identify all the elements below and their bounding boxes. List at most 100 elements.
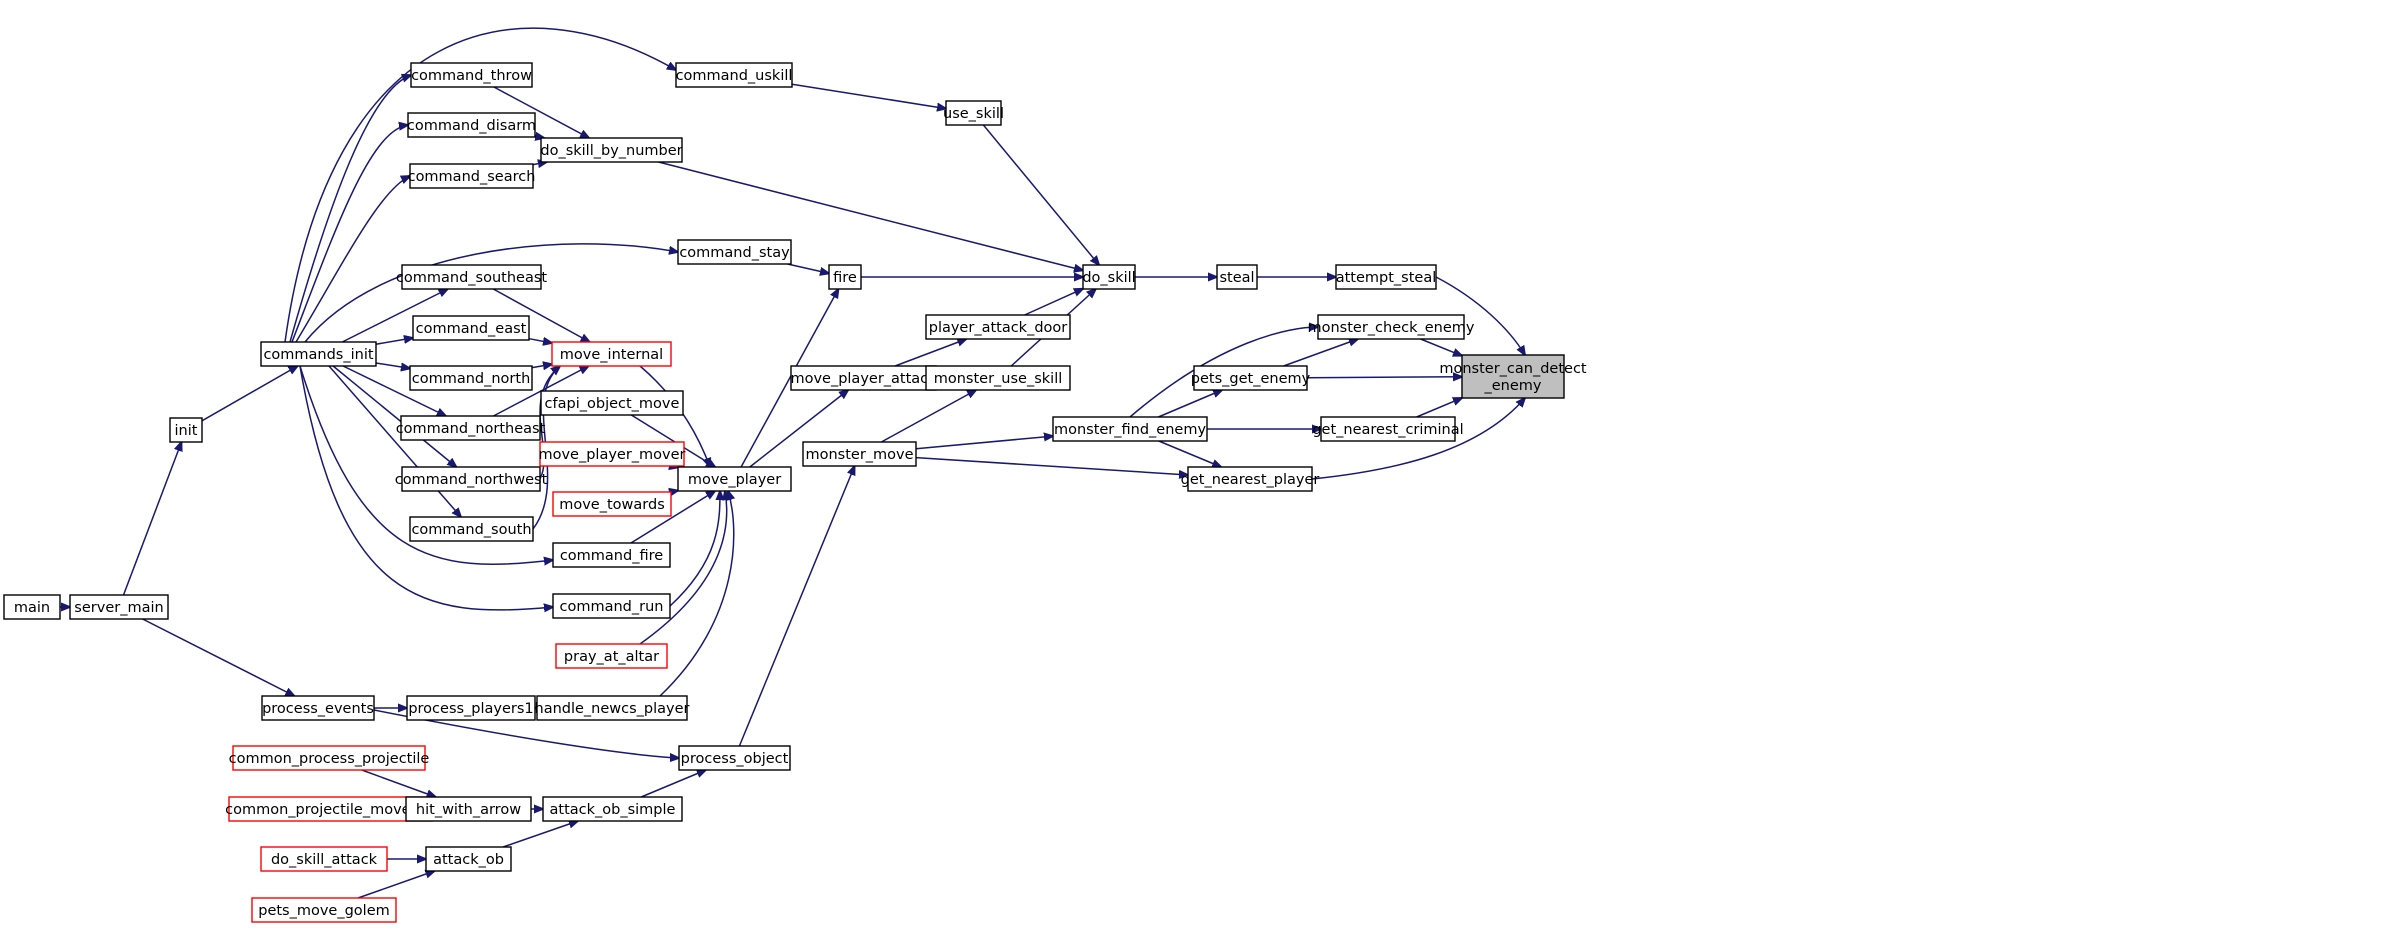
node-move_towards[interactable]: move_towards [552, 491, 672, 517]
edge-server_main-to-process_events [142, 618, 295, 696]
node-server_main[interactable]: server_main [69, 594, 169, 620]
node-label: command_run [560, 599, 664, 615]
node-label: pray_at_altar [564, 649, 659, 665]
node-fire[interactable]: fire [828, 264, 862, 290]
edge-attack_ob_simple-to-process_object [640, 770, 706, 798]
node-command_run[interactable]: command_run [552, 593, 671, 619]
node-cfapi_object_move[interactable]: cfapi_object_move [540, 390, 684, 416]
edge-process_object-to-monster_move [738, 466, 854, 747]
node-command_stay[interactable]: command_stay [677, 239, 792, 265]
node-attack_ob_simple[interactable]: attack_ob_simple [542, 796, 683, 822]
node-move_player_mover[interactable]: move_player_mover [538, 441, 686, 467]
node-use_skill[interactable]: use_skill [943, 100, 1004, 126]
node-get_nearest_criminal[interactable]: get_nearest_criminal [1312, 416, 1464, 442]
node-init[interactable]: init [169, 417, 203, 443]
edge-cfapi_object_move-to-move_player [630, 414, 715, 467]
node-pray_at_altar[interactable]: pray_at_altar [555, 643, 668, 669]
node-process_players1[interactable]: process_players1 [406, 695, 536, 721]
node-label: monster_use_skill [934, 371, 1063, 387]
node-label: commands_init [263, 347, 373, 363]
edge-pets_get_enemy-to-monster_can_detect_enemy [1306, 377, 1462, 378]
edge-command_east-to-move_internal [528, 339, 552, 343]
node-move_player[interactable]: move_player [677, 466, 792, 492]
node-attempt_steal[interactable]: attempt_steal [1335, 264, 1437, 290]
node-monster_find_enemy[interactable]: monster_find_enemy [1052, 416, 1208, 442]
node-handle_newcs_player[interactable]: handle_newcs_player [535, 695, 690, 721]
node-command_fire[interactable]: command_fire [552, 542, 671, 568]
node-get_nearest_player[interactable]: get_nearest_player [1181, 466, 1320, 492]
node-process_object[interactable]: process_object [678, 745, 791, 771]
node-move_internal[interactable]: move_internal [551, 341, 672, 367]
edge-pets_get_enemy-to-monster_check_enemy [1283, 339, 1358, 367]
node-command_northwest[interactable]: command_northwest [395, 466, 548, 492]
edge-command_uskill-to-use_skill [791, 83, 946, 108]
edge-pets_move_golem-to-attack_ob [357, 871, 435, 899]
node-command_east[interactable]: command_east [412, 315, 530, 341]
node-label: monster_move [805, 447, 913, 463]
node-label: monster_find_enemy [1054, 422, 1206, 438]
node-box [1193, 365, 1308, 391]
edge-commands_init-to-command_disarm [291, 125, 408, 343]
edge-commands_init-to-command_north [375, 363, 410, 368]
node-label: command_uskill [676, 68, 793, 84]
node-label: attack_ob_simple [550, 802, 676, 818]
node-box [540, 390, 684, 416]
node-command_search[interactable]: command_search [408, 163, 536, 189]
node-monster_use_skill[interactable]: monster_use_skill [925, 365, 1071, 391]
node-label: pets_move_golem [258, 903, 390, 919]
node-move_player_attack[interactable]: move_player_attack [790, 365, 937, 391]
node-label: monster_check_enemy [1308, 320, 1475, 336]
node-do_skill_attack[interactable]: do_skill_attack [260, 846, 388, 872]
node-steal[interactable]: steal [1216, 264, 1258, 290]
node-commands_init[interactable]: commands_init [260, 341, 377, 367]
node-label: attack_ob [433, 852, 504, 868]
node-label: do_skill_by_number [540, 143, 682, 159]
node-process_events[interactable]: process_events [261, 695, 375, 721]
node-command_northeast[interactable]: command_northeast [396, 415, 546, 441]
node-label: command_northwest [395, 472, 548, 488]
node-do_skill_by_number[interactable]: do_skill_by_number [540, 137, 683, 163]
node-box [401, 264, 542, 290]
node-label: common_projectile_move_on [225, 802, 436, 818]
node-pets_move_golem[interactable]: pets_move_golem [251, 897, 397, 923]
node-monster_check_enemy[interactable]: monster_check_enemy [1308, 314, 1475, 340]
node-box [409, 365, 533, 391]
node-command_disarm[interactable]: command_disarm [407, 112, 536, 138]
node-hit_with_arrow[interactable]: hit_with_arrow [405, 796, 532, 822]
edge-commands_init-to-command_uskill [284, 27, 676, 343]
edge-move_player-to-move_player_attack [749, 390, 848, 468]
node-command_uskill[interactable]: command_uskill [675, 62, 793, 88]
edge-attack_ob-to-attack_ob_simple [502, 821, 578, 848]
node-label: cfapi_object_move [545, 396, 680, 412]
node-command_southeast[interactable]: command_southeast [396, 264, 547, 290]
node-player_attack_door[interactable]: player_attack_door [925, 314, 1071, 340]
node-monster_move[interactable]: monster_move [802, 441, 917, 467]
node-do_skill[interactable]: do_skill [1082, 264, 1136, 290]
node-label: server_main [74, 600, 163, 616]
node-box [260, 846, 388, 872]
node-common_projectile_move_on[interactable]: common_projectile_move_on [225, 796, 436, 822]
node-label: hit_with_arrow [416, 802, 521, 818]
edge-command_stay-to-fire [787, 263, 830, 273]
node-box [425, 846, 512, 872]
node-box [260, 341, 377, 367]
node-label: move_player [688, 472, 781, 488]
node-label: move_player_mover [538, 447, 685, 463]
node-command_south[interactable]: command_south [409, 516, 534, 542]
node-attack_ob[interactable]: attack_ob [425, 846, 512, 872]
node-label: process_events [262, 701, 374, 717]
edge-monster_move-to-get_nearest_player [915, 456, 1188, 475]
node-label: process_players1 [408, 701, 533, 717]
node-box [552, 491, 672, 517]
node-label: command_south [411, 522, 531, 538]
node-main[interactable]: main [3, 594, 61, 620]
node-command_north[interactable]: command_north [409, 365, 533, 391]
node-label: command_northeast [396, 421, 546, 437]
node-label: get_nearest_criminal [1312, 422, 1463, 438]
node-box [542, 796, 683, 822]
node-monster_can_detect_enemy[interactable]: monster_can_detect_enemy [1439, 354, 1587, 399]
node-command_throw[interactable]: command_throw [410, 62, 533, 88]
node-common_process_projectile[interactable]: common_process_projectile [229, 745, 430, 771]
node-pets_get_enemy[interactable]: pets_get_enemy [1191, 365, 1311, 391]
edge-monster_check_enemy-to-monster_can_detect_enemy [1420, 338, 1462, 356]
